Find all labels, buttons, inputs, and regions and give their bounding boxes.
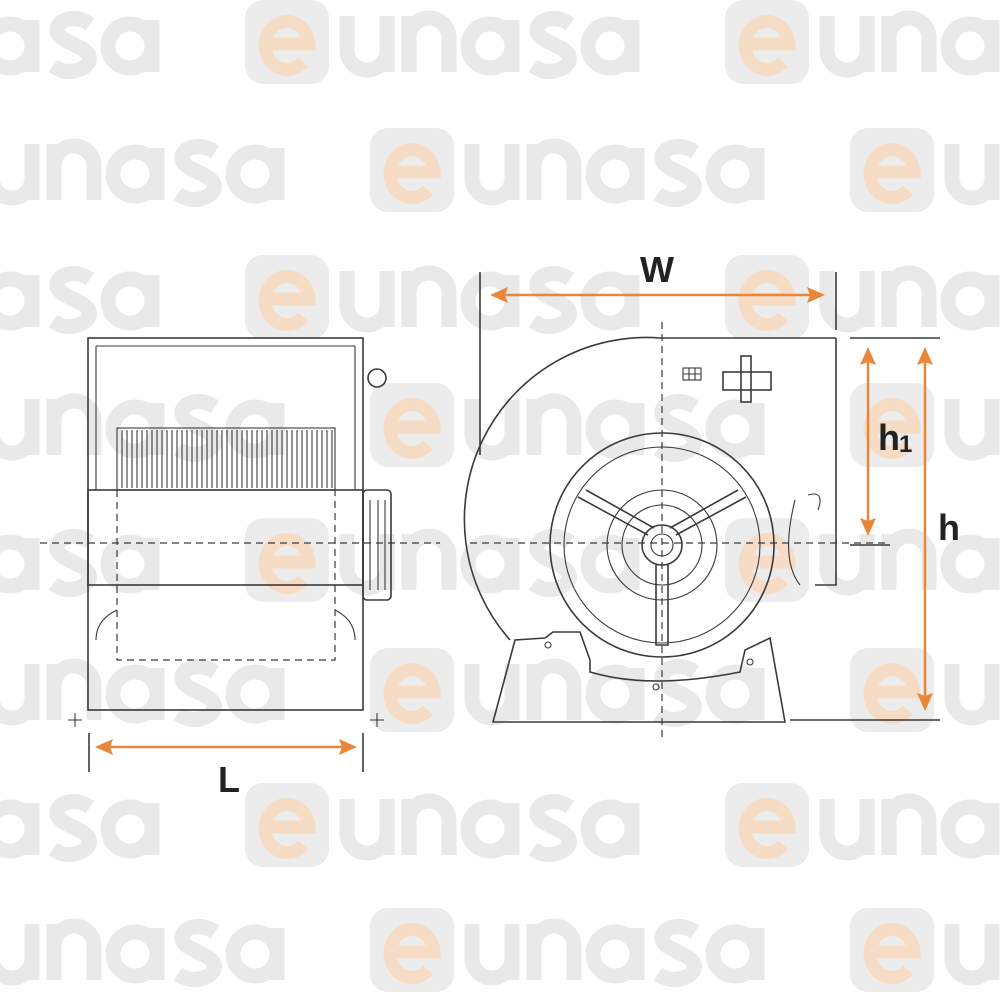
width-label: W [640,249,674,290]
front-view [463,272,940,740]
watermark-logo [245,783,632,867]
watermark-logo [370,908,757,992]
length-label: L [218,759,240,800]
watermark-logo [725,255,1000,339]
terminal-box [740,355,752,403]
watermark-logo [850,908,1000,992]
watermark-logo [0,255,152,339]
watermark-logo [245,0,632,84]
watermark-logo [370,648,757,732]
dimension-lines [88,287,933,772]
watermark-logo [0,0,152,84]
watermark-logo [245,518,632,602]
motor-bracket [577,489,747,646]
capacitor [367,368,387,388]
axis-height-subscript: 1 [899,431,912,458]
watermark-logo [370,128,757,212]
watermark-logo [0,518,152,602]
motor-side [362,489,392,601]
watermark-logo [850,128,1000,212]
watermark-logo [0,783,152,867]
watermark-logo [0,908,277,992]
watermark-logo [0,128,277,212]
watermark-logo [725,0,1000,84]
watermark-logo [725,783,1000,867]
axis-height-label: h [878,417,900,458]
base-stand [491,631,786,723]
scroll-housing [463,336,837,641]
side-view [40,337,440,727]
watermark-logo [0,383,277,467]
height-label: h [938,507,960,548]
watermark-logo [245,255,632,339]
